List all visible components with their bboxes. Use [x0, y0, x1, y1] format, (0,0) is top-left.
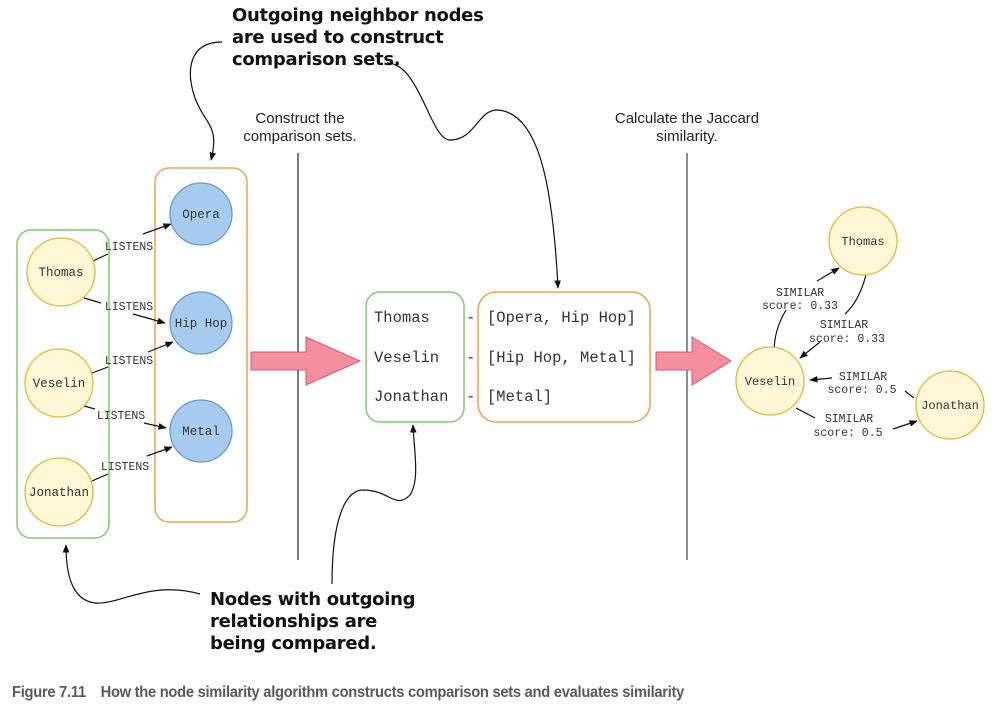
callout-nodes-compared: Nodes with outgoing relationships are be…: [210, 589, 416, 654]
similar-label: SIMILAR: [776, 287, 824, 300]
svg-text:Jonathan: Jonathan: [921, 399, 979, 413]
comparison-sets-box: [477, 291, 651, 423]
similar-score: score: 0.5: [813, 427, 882, 440]
edge-veselin-to-jonathan: [795, 407, 917, 429]
listens-edges: [83, 224, 173, 482]
genres-group-box: [154, 167, 248, 523]
result-node-jonathan: Jonathan: [915, 370, 985, 440]
edge-label-listens: LISTENS: [105, 241, 153, 254]
result-node-veselin: Veselin: [735, 346, 805, 416]
result-node-thomas: Thomas: [828, 206, 898, 276]
svg-text:Thomas: Thomas: [841, 235, 884, 249]
figure-number: Figure 7.11: [12, 684, 86, 701]
edge-thomas-opera: [92, 224, 171, 262]
people-group-box: [16, 229, 110, 539]
comparison-node-name: Veselin: [374, 349, 440, 367]
callout-arrow-to-people: [62, 544, 201, 604]
callout-arrow-to-nodes: [331, 424, 417, 585]
genre-node-hiphop: Hip Hop: [169, 291, 233, 355]
comparison-node-name: Jonathan: [374, 388, 449, 406]
svg-text:Hip Hop: Hip Hop: [175, 317, 228, 331]
edge-label-listens: LISTENS: [105, 355, 153, 368]
svg-text:Metal: Metal: [182, 425, 220, 439]
callout-arrow-to-genres: [189, 41, 223, 161]
similar-score: score: 0.33: [762, 300, 838, 313]
similar-label: SIMILAR: [825, 413, 873, 426]
comparison-separator: -: [466, 349, 476, 367]
svg-text:Veselin: Veselin: [745, 375, 795, 389]
comparison-set: [Metal]: [487, 388, 553, 406]
comparison-set: [Opera, Hip Hop]: [487, 309, 636, 327]
edge-label-listens: LISTENS: [97, 410, 145, 423]
genre-node-metal: Metal: [169, 399, 233, 463]
edge-thomas-to-veselin: [800, 274, 867, 358]
step-label-calculate: Calculate the Jaccard similarity.: [614, 110, 760, 145]
svg-text:Veselin: Veselin: [33, 377, 86, 391]
edge-label-listens: LISTENS: [105, 301, 153, 314]
comparison-separator: -: [466, 309, 476, 327]
person-node-jonathan: Jonathan: [24, 457, 94, 527]
comparison-nodes-box: [365, 291, 465, 423]
edge-veselin-hiphop: [91, 342, 173, 374]
edge-veselin-metal: [83, 405, 166, 428]
svg-text:Jonathan: Jonathan: [29, 486, 89, 500]
similar-score: score: 0.5: [827, 384, 896, 397]
big-arrow-step1: [250, 336, 362, 386]
callout-outgoing-neighbors: Outgoing neighbor nodes are used to cons…: [232, 5, 484, 70]
person-node-thomas: Thomas: [26, 237, 96, 307]
comparison-separator: -: [466, 388, 476, 406]
svg-text:Opera: Opera: [182, 208, 220, 222]
figure-caption-text: How the node similarity algorithm constr…: [100, 684, 685, 701]
person-node-veselin: Veselin: [24, 348, 94, 418]
edge-label-listens: LISTENS: [101, 461, 149, 474]
edge-thomas-hiphop: [83, 297, 165, 323]
callout-arrow-to-sets: [386, 62, 561, 289]
comparison-node-name: Thomas: [374, 309, 430, 327]
similar-label: SIMILAR: [839, 371, 887, 384]
step-label-construct: Construct the comparison sets.: [243, 110, 357, 145]
similar-score: score: 0.33: [809, 333, 885, 346]
genre-node-opera: Opera: [169, 182, 233, 246]
similar-label: SIMILAR: [820, 319, 868, 332]
comparison-set: [Hip Hop, Metal]: [487, 349, 636, 367]
svg-text:Thomas: Thomas: [38, 266, 83, 280]
edge-jonathan-metal: [91, 447, 172, 482]
figure-caption: Figure 7.11 How the node similarity algor…: [12, 684, 684, 702]
big-arrow-step2: [655, 336, 732, 386]
edge-jonathan-to-veselin: [810, 378, 915, 399]
